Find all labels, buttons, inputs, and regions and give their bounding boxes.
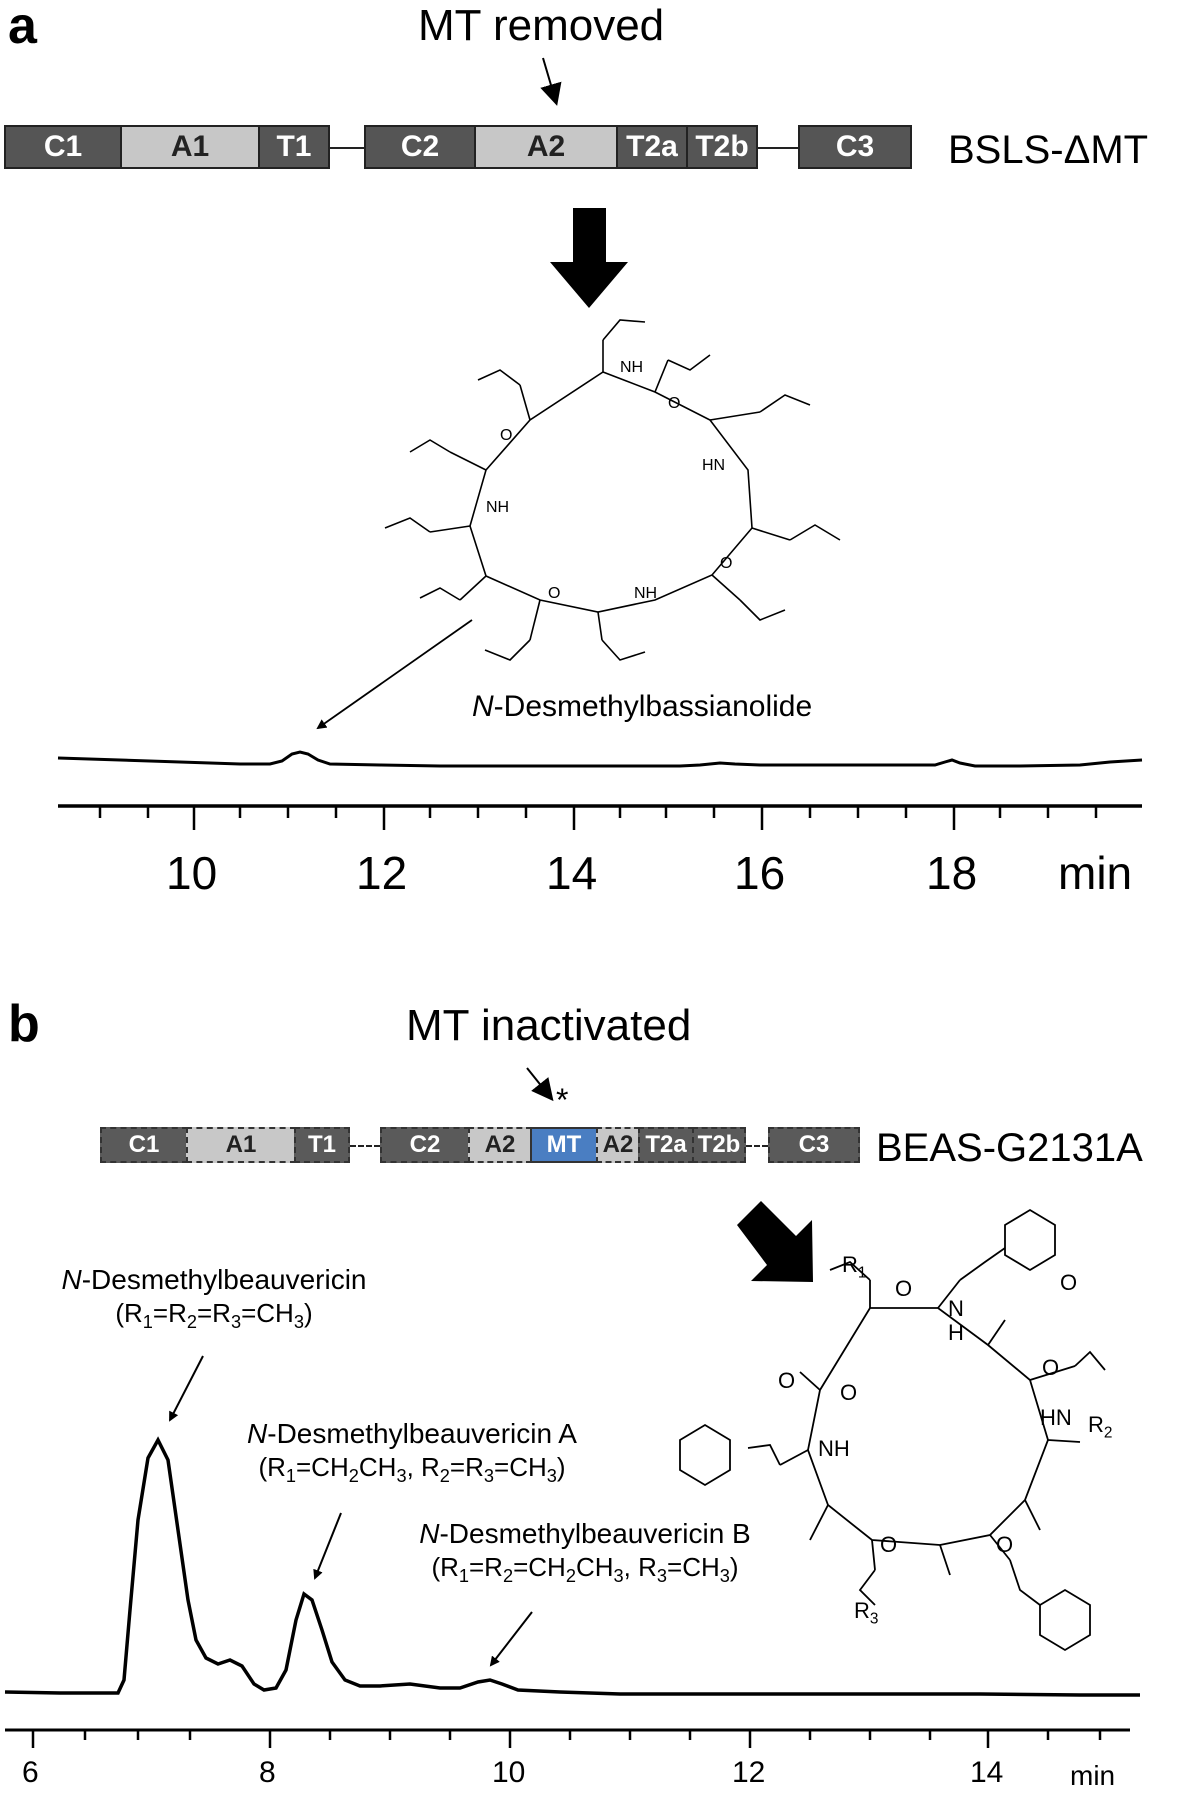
module-t2b: T2b bbox=[686, 125, 758, 169]
module-t1: T1 bbox=[258, 125, 330, 169]
module-a2-c: A2 bbox=[596, 1127, 640, 1163]
structure-b-heteroatoms: N H O HN O O NH O O O O bbox=[778, 1270, 1077, 1557]
chromatogram-b bbox=[4, 1436, 1140, 1697]
structure-a bbox=[384, 319, 841, 661]
atom-label: NH bbox=[620, 359, 643, 376]
linker bbox=[350, 1145, 380, 1147]
module-c3: C3 bbox=[768, 1127, 860, 1163]
compound-substituents: (R1=R2=R3=CH3) bbox=[115, 1298, 313, 1333]
italic-prefix: N bbox=[472, 690, 494, 723]
axis-b-tick: 10 bbox=[492, 1756, 526, 1789]
axis-a-ticks bbox=[98, 806, 1098, 830]
atom-label: O bbox=[996, 1532, 1013, 1557]
italic-prefix: N bbox=[419, 1518, 440, 1549]
atom-label: O bbox=[720, 555, 732, 572]
construct-b-name: BEAS-G2131A bbox=[876, 1126, 1143, 1170]
axis-a-tick: 12 bbox=[356, 847, 408, 899]
module-c2: C2 bbox=[380, 1127, 470, 1163]
module-t2a: T2a bbox=[616, 125, 688, 169]
module-c1: C1 bbox=[100, 1127, 188, 1163]
compound-substituents: (R1=CH2CH3, R2=R3=CH3) bbox=[258, 1452, 566, 1487]
atom-label: O bbox=[778, 1368, 795, 1393]
axis-a-tick: 18 bbox=[926, 847, 978, 899]
module-c3: C3 bbox=[798, 125, 912, 169]
r2-label: R2 bbox=[1088, 1412, 1113, 1442]
panel-b-letter: b bbox=[8, 995, 40, 1053]
axis-b-ticks bbox=[31, 1730, 1102, 1748]
italic-prefix: N bbox=[247, 1418, 268, 1449]
module-t2b: T2b bbox=[692, 1127, 746, 1163]
compound-name: -Desmethylbeauvericin bbox=[81, 1264, 367, 1295]
atom-label: HN bbox=[1040, 1405, 1072, 1430]
atom-label: O bbox=[880, 1532, 897, 1557]
r3-label: R3 bbox=[854, 1598, 879, 1628]
r1-label: R1 bbox=[842, 1252, 867, 1282]
atom-label: O bbox=[548, 585, 560, 602]
axis-a-tick: 14 bbox=[546, 847, 598, 899]
axis-b-tick: 14 bbox=[970, 1756, 1004, 1789]
peak1-label: N-Desmethylbeauvericin (R1=R2=R3=CH3) bbox=[44, 1262, 384, 1334]
axis-a-tick: 10 bbox=[166, 847, 218, 899]
module-a2-n: A2 bbox=[468, 1127, 532, 1163]
atom-label: O bbox=[1060, 1270, 1077, 1295]
compound-name: -Desmethylbassianolide bbox=[493, 690, 813, 723]
module-mt: MT bbox=[530, 1127, 598, 1163]
compound-a-label: N-Desmethylbassianolide bbox=[472, 688, 812, 726]
module-a1: A1 bbox=[120, 125, 260, 169]
atom-label: HN bbox=[702, 457, 725, 474]
construct-a-name: BSLS-ΔMT bbox=[948, 128, 1149, 172]
axis-b-unit: min bbox=[1070, 1760, 1116, 1791]
module-a2: A2 bbox=[474, 125, 618, 169]
compound-substituents: (R1=R2=CH2CH3, R3=CH3) bbox=[431, 1552, 739, 1587]
atom-label: O bbox=[895, 1276, 912, 1301]
peak2-pointer bbox=[313, 1512, 342, 1580]
atom-label: O bbox=[1042, 1355, 1059, 1380]
chromatogram-a bbox=[57, 750, 1143, 768]
italic-prefix: N bbox=[61, 1264, 82, 1295]
mt-inactivated-arrow bbox=[526, 1067, 554, 1102]
linker bbox=[330, 147, 364, 149]
axis-b-tick: 8 bbox=[259, 1756, 276, 1789]
big-arrow-b bbox=[737, 1201, 813, 1282]
atom-label: H bbox=[948, 1320, 964, 1345]
atom-label: O bbox=[840, 1380, 857, 1405]
mt-removed-arrow bbox=[540, 57, 562, 106]
panel-b-title: MT inactivated bbox=[406, 1001, 692, 1050]
peak1-pointer bbox=[169, 1355, 204, 1422]
atom-label: N bbox=[948, 1296, 964, 1321]
module-c2: C2 bbox=[364, 125, 476, 169]
module-t1: T1 bbox=[294, 1127, 350, 1163]
compound-name: -Desmethylbeauvericin A bbox=[267, 1418, 577, 1449]
axis-a-tick: 16 bbox=[734, 847, 786, 899]
atom-label: NH bbox=[634, 585, 657, 602]
peak3-label: N-Desmethylbeauvericin B (R1=R2=CH2CH3, … bbox=[400, 1516, 770, 1588]
axis-b-tick: 6 bbox=[22, 1756, 39, 1789]
atom-label: O bbox=[668, 395, 680, 412]
module-c1: C1 bbox=[4, 125, 122, 169]
module-t2a: T2a bbox=[638, 1127, 694, 1163]
panel-a-title: MT removed bbox=[418, 1, 665, 50]
axis-a-unit: min bbox=[1058, 847, 1133, 899]
mutation-asterisk: * bbox=[556, 1082, 569, 1118]
structure-a-heteroatoms: NH HN O NH O NH O O bbox=[486, 359, 732, 602]
atom-label: NH bbox=[818, 1436, 850, 1461]
big-arrow-a bbox=[550, 208, 628, 308]
linker bbox=[746, 1145, 768, 1147]
atom-label: O bbox=[500, 427, 512, 444]
panel-a-letter: a bbox=[8, 0, 37, 55]
compound-a-pointer bbox=[316, 619, 473, 730]
linker bbox=[758, 147, 798, 149]
atom-label: NH bbox=[486, 499, 509, 516]
axis-b-tick: 12 bbox=[732, 1756, 766, 1789]
compound-name: -Desmethylbeauvericin B bbox=[439, 1518, 751, 1549]
peak3-pointer bbox=[489, 1611, 533, 1667]
peak2-label: N-Desmethylbeauvericin A (R1=CH2CH3, R2=… bbox=[222, 1416, 602, 1488]
structure-b bbox=[679, 1208, 1106, 1652]
module-a1: A1 bbox=[186, 1127, 296, 1163]
